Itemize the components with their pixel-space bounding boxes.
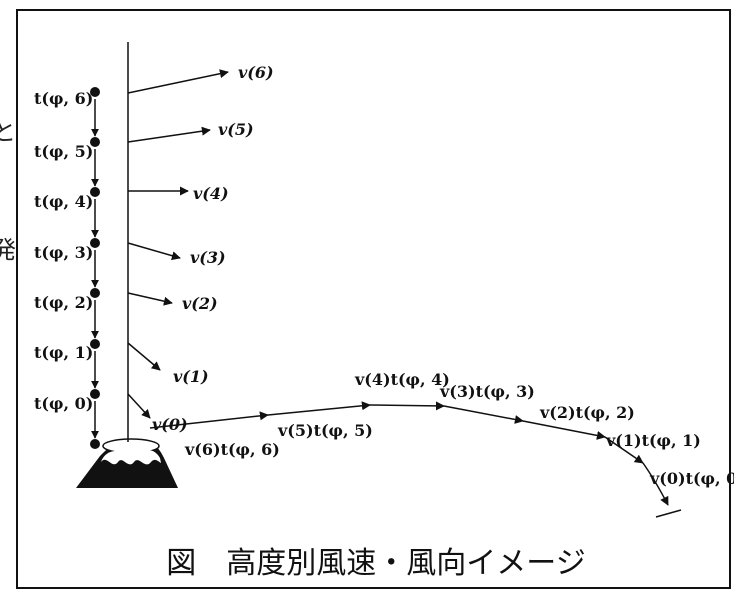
wind-vector-label: v(3)	[190, 248, 226, 267]
level-dot	[90, 339, 100, 349]
height-level-label: t(φ, 4)	[34, 192, 93, 211]
wind-vector-arrow	[127, 69, 229, 94]
left-edge-glyph-upper: と	[0, 118, 16, 146]
wind-vector-label: v(1)	[173, 367, 209, 386]
trajectory-segment-label: v(1)t(φ, 1)	[605, 431, 701, 450]
level-dot	[90, 187, 100, 197]
volcano-icon	[76, 438, 178, 488]
wind-vector-arrow	[127, 292, 173, 306]
height-level-label: t(φ, 0)	[34, 394, 93, 413]
height-level-label: t(φ, 2)	[34, 293, 93, 312]
figure-caption: 図 高度別風速・風向イメージ	[166, 546, 585, 581]
wind-vector-label: v(6)	[238, 63, 274, 82]
trajectory-segment-label: v(5)t(φ, 5)	[277, 421, 373, 440]
level-dot	[90, 439, 100, 449]
trajectory-segment-label: v(6)t(φ, 6)	[184, 440, 280, 459]
level-dot	[90, 238, 100, 248]
height-level-label: t(φ, 6)	[34, 89, 93, 108]
figure-frame	[16, 9, 731, 589]
trajectory-segment	[642, 462, 669, 506]
level-dot	[90, 137, 100, 147]
trajectory-segment	[149, 411, 269, 429]
wind-vector-arrow	[127, 126, 211, 143]
wind-vector-label: v(5)	[218, 120, 254, 139]
wind-vector-label: v(0)	[152, 415, 188, 434]
trajectory-segment-label: v(3)t(φ, 3)	[439, 382, 535, 401]
trajectory-segment	[369, 401, 445, 411]
height-level-label: t(φ, 1)	[34, 343, 93, 362]
wind-vector-label: v(2)	[182, 294, 218, 313]
trajectory-segment-label: v(2)t(φ, 2)	[539, 403, 635, 422]
level-dot	[90, 389, 100, 399]
end-point-cross-icon	[655, 509, 682, 518]
wind-vector-arrow	[127, 393, 151, 419]
height-level-label: t(φ, 3)	[34, 243, 93, 262]
wind-vector-arrow	[127, 342, 161, 371]
left-edge-glyph-lower: 発	[0, 236, 16, 264]
wind-vector-arrow	[127, 242, 181, 261]
trajectory-segment	[443, 405, 524, 424]
trajectory-segment-label: v(4)t(φ, 4)	[354, 370, 450, 389]
wind-vector-label: v(4)	[193, 184, 229, 203]
level-dot	[90, 288, 100, 298]
trajectory-segment	[522, 420, 606, 440]
level-dot	[90, 87, 100, 97]
trajectory-segment	[604, 436, 644, 464]
trajectory-segment	[267, 401, 371, 416]
height-level-label: t(φ, 5)	[34, 142, 93, 161]
trajectory-segment-label: v(0)t(φ, 0)	[649, 469, 734, 488]
